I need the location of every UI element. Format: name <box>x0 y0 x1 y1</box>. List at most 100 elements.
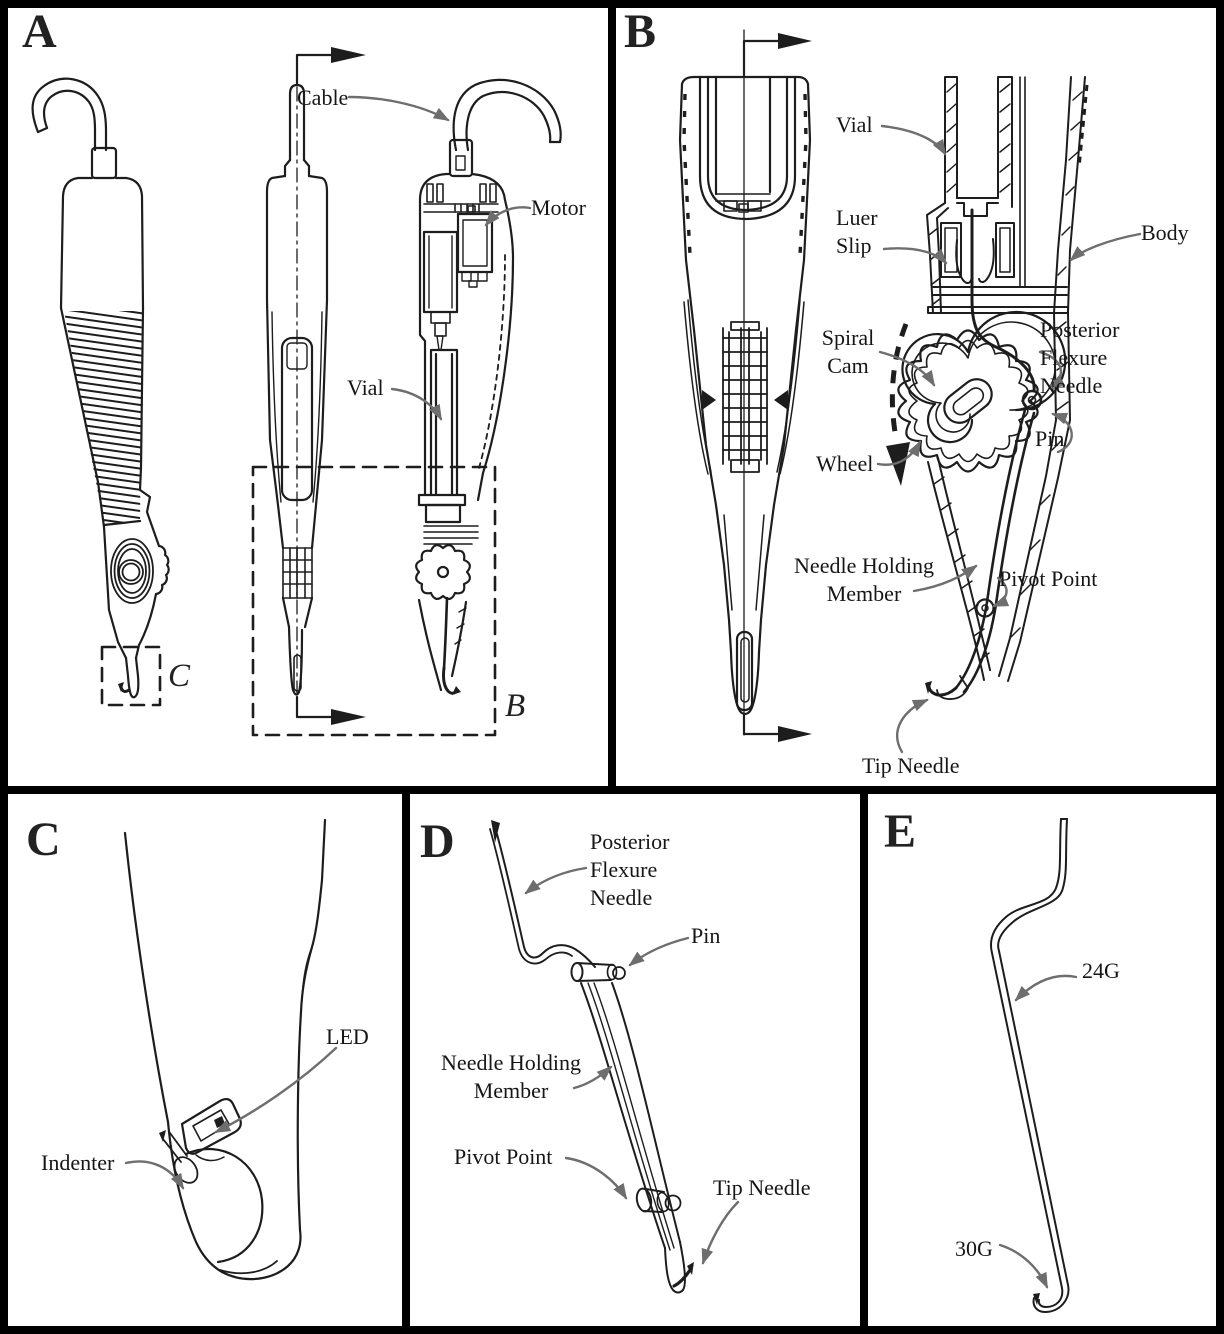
label-needle-holding-member: Needle Holding Member <box>794 553 934 606</box>
panel-a-drawing <box>31 47 562 737</box>
serrated-edge <box>478 254 506 469</box>
label-indenter: Indenter <box>41 1150 115 1175</box>
needle-point <box>491 820 500 843</box>
cable-outer-line <box>452 78 562 152</box>
panel-b: B Vial Luer Slip Body Posterior Flexure … <box>616 8 1216 786</box>
gauge-24-leader <box>1014 974 1078 1002</box>
thread-serration <box>1077 84 1089 169</box>
wheel-leader <box>876 440 922 466</box>
tip-needle <box>672 1268 692 1288</box>
panel-d: D Posterior Flexure Needle Pin Needle Ho… <box>410 794 860 1326</box>
posterior-flexure-needle <box>970 208 1036 393</box>
label-posterior-flexure-needle: Posterior Flexure Needle <box>590 829 670 910</box>
inset-box-b <box>251 465 497 737</box>
device-side-view <box>31 77 170 707</box>
pivot-point-leader <box>564 1156 628 1200</box>
wire-tip <box>1033 1293 1040 1305</box>
panel-c-drawing <box>123 818 338 1281</box>
side-marker-right <box>774 390 788 410</box>
leader-lines <box>998 974 1078 1289</box>
rack <box>722 321 768 473</box>
wire-line-1 <box>989 818 1064 1308</box>
member-tip <box>664 1241 686 1294</box>
label-24g: 24G <box>1082 958 1120 983</box>
cable-connector <box>90 146 118 180</box>
panel-b-letter: B <box>624 8 657 58</box>
leader-lines <box>876 124 1142 754</box>
led-window-outer <box>180 1097 242 1155</box>
section-arrow-top-line <box>295 53 333 87</box>
pin <box>570 962 626 982</box>
vial-leader <box>390 387 443 421</box>
inset-marker-b: B <box>505 688 526 724</box>
label-body: Body <box>1141 220 1189 245</box>
leader-lines <box>524 866 740 1265</box>
label-pin: Pin <box>691 923 721 948</box>
section-arrow-top-head <box>331 47 366 63</box>
inset-marker-c: C <box>168 658 191 694</box>
spiral-cam-leader <box>878 350 936 387</box>
label-pivot-point: Pivot Point <box>454 1144 553 1169</box>
label-posterior-flexure-needle: Posterior Flexure Needle <box>1040 317 1120 398</box>
body-left-contour <box>123 831 170 1124</box>
label-30g: 30G <box>955 1236 993 1261</box>
label-cable: Cable <box>297 85 349 110</box>
indenter-dome <box>184 1147 264 1264</box>
panel-d-letter: D <box>420 815 455 868</box>
needle-holding-member <box>580 982 686 1294</box>
inner-u-mid <box>706 75 789 212</box>
wire-line-2 <box>997 818 1070 1313</box>
section-arrow-bottom-line <box>295 695 333 719</box>
section-arrow-bottom-line <box>742 712 780 736</box>
gear-wheel <box>415 544 471 600</box>
funnel-left-wall <box>927 457 991 681</box>
vial-tube <box>429 348 459 497</box>
pivot-point <box>635 1187 682 1213</box>
vial-leader <box>880 124 947 156</box>
gauge-30-leader <box>998 1243 1049 1289</box>
funnel-right-wall <box>450 600 468 678</box>
tip-needle <box>927 685 958 697</box>
tip-slot <box>293 654 302 692</box>
rotation-arrow-head <box>886 442 910 486</box>
device-cutaway-view <box>415 78 562 695</box>
section-arrow-bottom-head <box>778 726 812 742</box>
panel-c-letter: C <box>26 813 61 866</box>
tip-slot-outer <box>735 630 754 712</box>
section-arrow-top-head <box>778 33 812 49</box>
body-right-edge <box>138 306 161 548</box>
panel-a: A Cable Motor Vial C B <box>8 8 608 786</box>
needle <box>442 596 449 670</box>
section-arrow-top-line <box>742 39 780 79</box>
luer-prong-right <box>978 238 995 283</box>
inset-box-c <box>100 645 162 707</box>
front-view-enlarged <box>678 29 812 742</box>
pin <box>1021 389 1043 411</box>
posterior-flexure-needle-leader <box>1038 350 1066 389</box>
luer-slip-assembly <box>926 202 1069 314</box>
edge-stipple <box>682 93 692 256</box>
rack <box>282 547 313 599</box>
cable-outer-line <box>31 77 108 152</box>
device-front-view <box>251 47 497 737</box>
tip-slot-inner <box>740 637 750 703</box>
label-needle-holding-member: Needle Holding Member <box>441 1050 581 1103</box>
label-luer-slip: Luer Slip <box>836 205 878 258</box>
gear-axle <box>436 565 450 579</box>
panel-e-letter: E <box>884 805 917 858</box>
spiral-cam-outer <box>901 310 1067 444</box>
tip-stem <box>124 656 140 699</box>
device-tip-sketch <box>123 818 327 1281</box>
grip-ribs <box>64 311 142 525</box>
label-wheel: Wheel <box>816 451 874 476</box>
thumbwheel-scallops <box>154 544 170 596</box>
pivot-point <box>975 598 995 618</box>
edge-stipple <box>798 93 808 256</box>
luer-slip-leader <box>882 247 948 265</box>
motor-mount <box>423 183 499 213</box>
pivot-point-leader <box>992 576 1010 608</box>
leader-lines <box>347 95 532 421</box>
needle-holding-member-leader <box>912 564 978 593</box>
body-right-lower-contour <box>296 945 314 1232</box>
inner-u-outer <box>698 75 797 221</box>
